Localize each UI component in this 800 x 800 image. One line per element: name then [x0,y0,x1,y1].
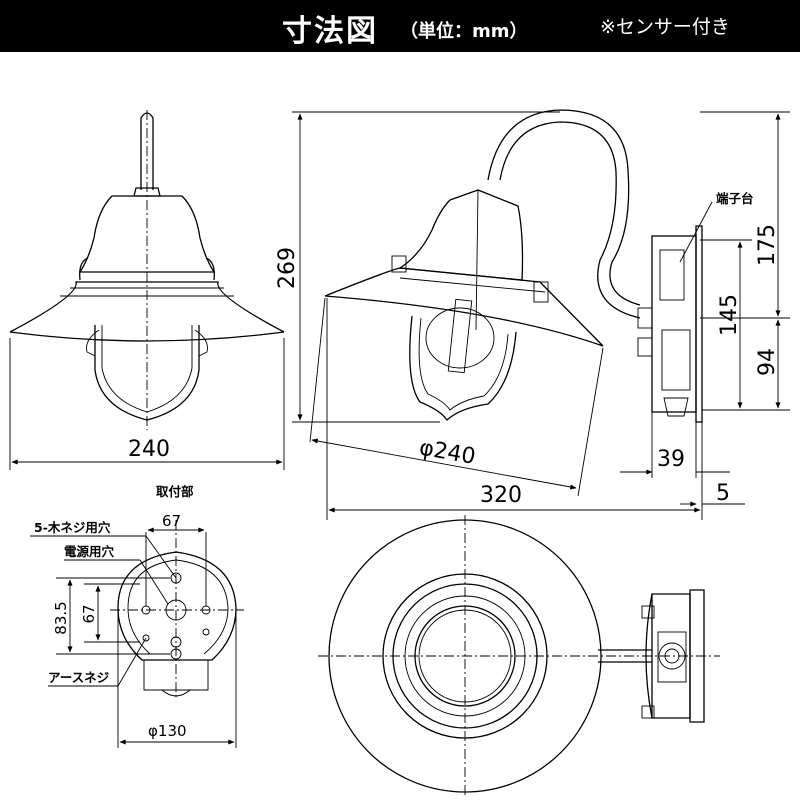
upper-175-dim: 175 [755,224,780,266]
side-shade [324,267,604,347]
front-view: 240 [9,110,285,470]
front-shade [9,281,285,333]
base-depth-dim: 39 [657,447,685,472]
lower-94-dim: 94 [755,348,780,376]
mid-145-dim: 145 [717,294,742,336]
unit-note: （単位：mm） [400,21,528,42]
mount-v-67: 67 [80,604,98,623]
terminal-block [659,249,685,301]
side-globe [409,315,517,421]
plate-thickness-dim: 5 [716,481,730,506]
side-dome [398,189,524,281]
mount-view: 取付部 67 83.5 67 5-木ネジ用穴 [30,484,244,748]
header-bar: 寸法図 （単位：mm） ※センサー付き [0,0,800,52]
sensor-note: ※センサー付き [600,16,730,38]
mount-base [117,551,237,661]
top-view [318,515,720,796]
terminal-label: 端子台 [716,191,754,206]
height-269-dim: 269 [275,247,300,289]
power-hole-label: 電源用穴 [64,544,115,559]
base-dia-dim: φ130 [148,722,187,740]
side-view: 端子台 269 φ240 320 39 5 175 145 [275,109,790,520]
screw-hole-label: 5-木ネジ用穴 [34,520,111,535]
side-wall-base [651,235,697,413]
earth-screw-label: アースネジ [48,670,110,685]
front-width-dim: 240 [128,437,170,462]
mount-top-67: 67 [162,512,181,530]
side-arm [487,109,641,306]
shade-dia-dim: φ240 [417,435,477,469]
depth-320-dim: 320 [480,483,522,508]
page-title: 寸法図 [282,14,378,49]
mount-title: 取付部 [156,484,194,499]
side-wall-plate [695,225,703,423]
mount-v-83-5: 83.5 [52,601,70,634]
